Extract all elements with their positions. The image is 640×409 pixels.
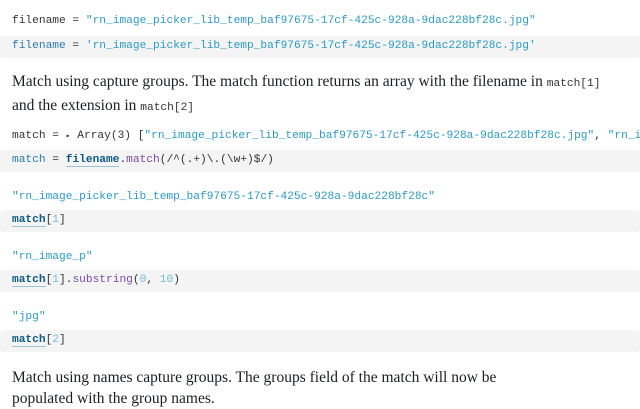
- match2-output: "jpg": [12, 311, 46, 323]
- array-item: "rn_image_picker_lib_temp_baf97675-17cf-…: [144, 130, 595, 142]
- equals: =: [65, 40, 86, 52]
- array-item: "rn_imag: [607, 130, 640, 142]
- var-name: match: [12, 130, 46, 142]
- prose-capture-groups: Match using capture groups. The match fu…: [12, 71, 612, 119]
- reference-filename[interactable]: filename: [65, 154, 120, 167]
- var-name: filename: [12, 40, 66, 52]
- method: substring: [72, 274, 133, 286]
- text: and the extension in: [12, 97, 141, 114]
- equals: =: [45, 130, 66, 142]
- inline-code: match[2]: [140, 102, 194, 114]
- code-cell-match[interactable]: match = filename.match(/^(.+)\.(\w+)$/): [0, 150, 640, 172]
- filename-output: filename = "rn_image_picker_lib_temp_baf…: [12, 15, 536, 27]
- equals: =: [45, 154, 66, 166]
- dot: .: [65, 274, 73, 286]
- code-cell-match1[interactable]: match[1]: [0, 210, 640, 232]
- regex-args: (/^(.+)\.(\w+)$/): [159, 154, 274, 166]
- bracket: [: [45, 334, 53, 346]
- paren: (: [132, 274, 140, 286]
- string-value: "rn_image_p": [12, 251, 93, 263]
- equals: =: [65, 15, 86, 27]
- prose-named-groups: Match using names capture groups. The gr…: [12, 369, 497, 407]
- bracket: ]: [59, 214, 66, 226]
- expand-toggle-icon[interactable]: ▸: [65, 132, 71, 141]
- bracket: [: [45, 214, 53, 226]
- comma: ,: [146, 274, 160, 286]
- match-output: match = ▸ Array(3) ["rn_image_picker_lib…: [12, 130, 640, 142]
- reference-match[interactable]: match: [12, 334, 46, 347]
- code-cell-filename[interactable]: filename = 'rn_image_picker_lib_temp_baf…: [0, 36, 640, 58]
- string-value: "jpg": [12, 311, 46, 323]
- code-cell-match2[interactable]: match[2]: [0, 330, 640, 352]
- string-value: "rn_image_picker_lib_temp_baf97675-17cf-…: [85, 15, 536, 27]
- string-value: "rn_image_picker_lib_temp_baf97675-17cf-…: [12, 191, 435, 203]
- text: Match using capture groups. The match fu…: [12, 73, 547, 90]
- index: 1: [52, 274, 60, 286]
- code-cell-substring[interactable]: match[1].substring(0, 10): [0, 270, 640, 292]
- reference-match[interactable]: match: [12, 214, 46, 227]
- arg: 0: [139, 274, 147, 286]
- dot: .: [119, 154, 127, 166]
- bracket: [: [45, 274, 53, 286]
- inline-code: match[1]: [546, 78, 601, 90]
- substring-output: "rn_image_p": [12, 251, 93, 263]
- var-name: match: [12, 154, 46, 166]
- array-type: Array(3) [: [77, 130, 145, 142]
- reference-match[interactable]: match: [12, 274, 46, 287]
- method: match: [126, 154, 160, 166]
- var-name: filename: [12, 15, 66, 27]
- index: 2: [52, 334, 60, 346]
- index: 1: [52, 214, 60, 226]
- separator: ,: [594, 130, 608, 142]
- arg: 10: [159, 274, 174, 286]
- match1-output: "rn_image_picker_lib_temp_baf97675-17cf-…: [12, 191, 435, 203]
- bracket: ]: [59, 274, 66, 286]
- paren: ): [173, 274, 180, 286]
- bracket: ]: [59, 334, 66, 346]
- string-literal: 'rn_image_picker_lib_temp_baf97675-17cf-…: [85, 40, 536, 52]
